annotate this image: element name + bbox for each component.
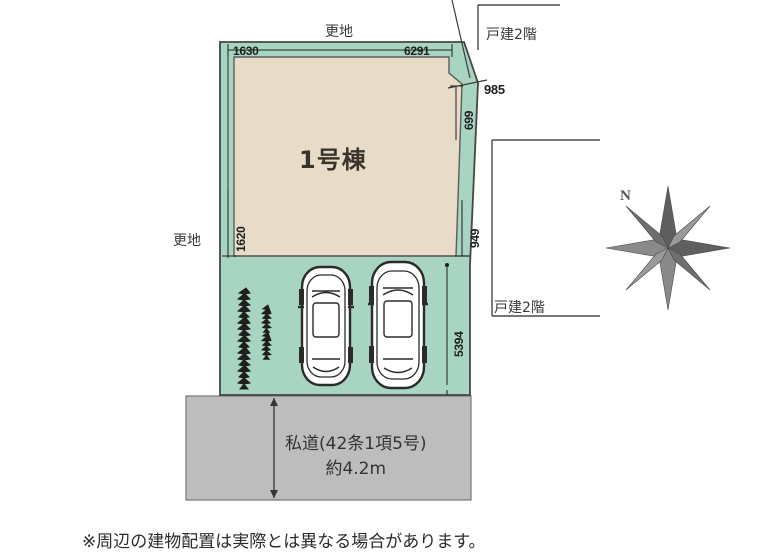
road-label-line1: 私道(42条1項5号) [285,434,427,454]
dimension-label-right-middle: 949 [468,228,482,248]
compass-rose-icon [605,185,731,311]
dimension-985-leader [447,0,488,89]
dimension-label-right-lower: 5394 [452,331,466,358]
dimension-label-985: 985 [484,82,505,97]
neighbor-bracket-right [491,139,600,317]
private-road-area [185,395,472,501]
road-width-dimension [270,398,278,498]
dimension-label-left-middle: 1620 [234,226,248,253]
label-neighbor-right: 戸建2階 [494,300,545,316]
car-top-view-right [368,260,428,390]
neighbor-bracket-top-right [477,4,560,50]
label-neighbor-top-right: 戸建2階 [486,27,537,43]
car-top-view-left [298,265,354,387]
label-vacant-land-left: 更地 [173,233,201,249]
dimension-right-lower [445,263,449,395]
building-label-1: 1号棟 [299,146,367,174]
dimension-label-top-right: 6291 [404,44,430,58]
road-label-line2: 約4.2m [325,458,387,479]
road-label: 私道(42条1項5号) 約4.2m [285,432,427,481]
dimension-right-middle [455,200,470,257]
dimension-label-top-left: 1630 [233,44,259,58]
label-vacant-land-top: 更地 [325,24,353,40]
footnote-text: ※周辺の建物配置は実際とは異なる場合があります。 [82,532,486,552]
dimension-label-right-upper: 699 [462,110,476,130]
plant-symbol-group [236,287,273,390]
compass-north-label: N [620,188,631,204]
